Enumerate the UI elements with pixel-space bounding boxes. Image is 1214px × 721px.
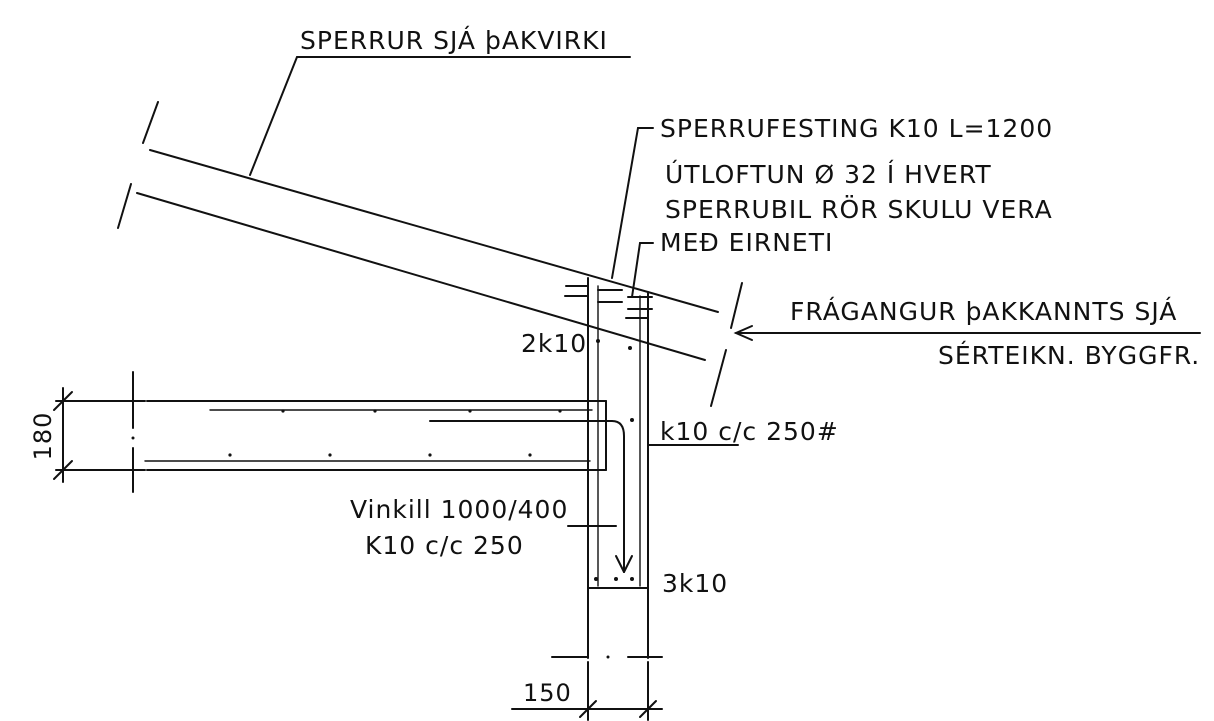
angle-bar-label-2: K10 c/c 250 — [365, 531, 524, 560]
rafter-bottom-edge — [136, 192, 706, 361]
eaves-arrow — [733, 325, 753, 341]
wall — [551, 277, 663, 659]
slab-dimension — [53, 387, 146, 483]
ventilation-label-1: ÚTLOFTUN Ø 32 Í HVERT — [665, 159, 992, 189]
rafter-break-line-right-upper — [730, 282, 743, 329]
wall-thickness-label: 150 — [523, 679, 572, 707]
rafter — [117, 101, 743, 407]
top-bars-label: 2k10 — [521, 329, 587, 358]
rafter-break-line-right-lower — [710, 349, 727, 407]
stirrups-leader — [647, 424, 739, 446]
ventilation-leader — [631, 242, 654, 298]
eaves-label-2: SÉRTEIKN. BYGGFR. — [938, 341, 1200, 370]
wall-dimension — [511, 661, 663, 721]
rafter-break-line-left-upper — [142, 101, 159, 144]
rafter-top-edge — [149, 149, 719, 313]
rebar-dots — [228, 339, 634, 581]
rafters-label: SPERRUR SJÁ þAKVIRKI — [300, 26, 608, 55]
stirrups-label: k10 c/c 250# — [660, 417, 839, 446]
bottom-bars-label: 3k10 — [662, 569, 728, 598]
rafter-break-line-left-lower — [117, 183, 132, 229]
eaves-label-1: FRÁGANGUR þAKKANNTS SJÁ — [790, 297, 1177, 326]
rafter-fixing-leader — [611, 127, 654, 279]
ventilation-label-2: SPERRUBIL RÖR SKULU VERA — [665, 195, 1053, 224]
leaders — [249, 56, 1201, 527]
ventilation-label-3: MEÐ EIRNETI — [660, 228, 833, 257]
slab — [131, 371, 607, 493]
angle-bar-label-1: Vinkill 1000/400 — [350, 495, 568, 524]
angle-bar — [429, 420, 633, 573]
rafter-fixing-label: SPERRUFESTING K10 L=1200 — [660, 114, 1053, 143]
rafter-fixing-hatch — [564, 285, 653, 319]
slab-thickness-label: 180 — [29, 412, 57, 461]
rafters-leader — [249, 56, 631, 176]
